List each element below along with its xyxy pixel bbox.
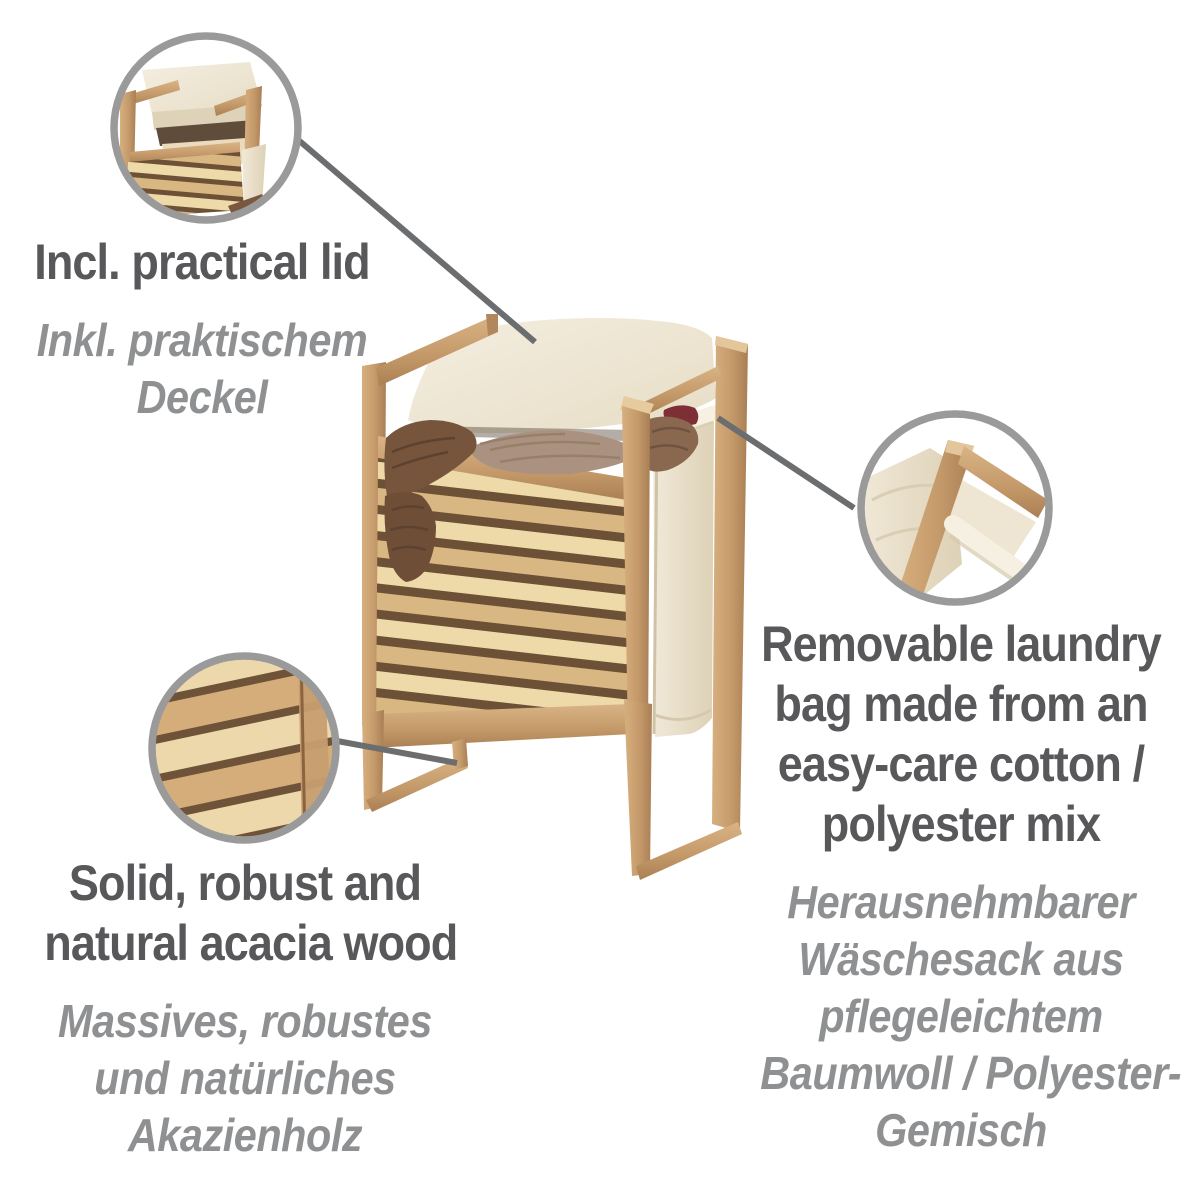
circle-wood-detail (155, 659, 333, 837)
annotation-line: Inkl. praktischem (36, 314, 368, 366)
front-bottom-rail (372, 704, 632, 748)
mini-top-rail (130, 142, 240, 164)
callout-circle-bag (857, 410, 1053, 606)
annotation-line: polyester mix (821, 796, 1101, 852)
annotation-line: Akazienholz (127, 1109, 363, 1161)
annotation-line: Baumwoll / Polyester- (760, 1047, 1182, 1099)
brown-towels (384, 420, 645, 582)
annotation-bag-de: Herausnehmbarer Wäschesack aus pflegelei… (760, 874, 1182, 1159)
front-slat-panel (372, 436, 632, 748)
right-runner (636, 822, 742, 880)
left-rail-end-grain (486, 314, 498, 336)
towel-drape-right-fold (649, 426, 691, 452)
circle-wood-ring (148, 652, 340, 844)
towel-taupe-middle (468, 430, 645, 475)
detail-corner-post (896, 440, 974, 598)
annotation-line: und natürliches (94, 1052, 396, 1104)
annotation-bag: Removable laundry bag made from an easy-… (760, 614, 1182, 1159)
annotation-lid-de: Inkl. praktischem Deckel (20, 312, 384, 426)
circle-lid-ring (110, 32, 302, 224)
left-handle-rail (376, 314, 498, 386)
annotation-line: Solid, robust and (68, 855, 422, 911)
towel-ribbed-texture (389, 436, 456, 552)
annotation-line: Wäschesack aus (798, 933, 1124, 985)
annotation-lid-en: Incl. practical lid (34, 234, 370, 290)
sled-base (362, 700, 742, 880)
left-runner (366, 756, 468, 812)
leader-line-wood (336, 738, 458, 766)
annotation-lid: Incl. practical lid Inkl. praktischem De… (20, 232, 384, 426)
right-front-leg (624, 700, 652, 876)
front-right-post-end-grain (620, 396, 654, 418)
mini-slats (124, 152, 244, 217)
mini-left-rail (124, 80, 180, 106)
back-right-post-end-grain (715, 336, 748, 353)
callout-circle-wood (148, 652, 340, 844)
bag-panel (653, 410, 714, 737)
annotation-line: Massives, robustes (58, 995, 432, 1047)
circle-lid-detail (120, 62, 272, 217)
bag-bottom-fold (654, 708, 712, 721)
annotation-line: Removable laundry (761, 616, 1162, 672)
annotation-line: bag made from an (774, 676, 1148, 732)
towel-dark-left (384, 420, 477, 502)
left-front-leg (362, 710, 384, 810)
annotation-wood: Solid, robust and natural acacia wood Ma… (44, 853, 458, 1164)
detail-fabric-right (948, 472, 1036, 562)
front-right-post (622, 406, 650, 742)
annotation-line: easy-care cotton / (777, 736, 1145, 792)
right-handle-rail (640, 366, 722, 416)
annotation-wood-de: Massives, robustes und natürliches Akazi… (44, 993, 445, 1164)
annotation-line: natural acacia wood (44, 915, 458, 971)
detail-side-rail (958, 446, 1046, 518)
annotation-line: Herausnehmbarer (787, 876, 1135, 928)
front-slats (376, 458, 630, 720)
towel-taupe-texture (479, 432, 621, 464)
leader-line-lid (294, 135, 537, 345)
circle-bag-ring (857, 410, 1053, 606)
detail-stile-shadow (299, 659, 307, 837)
callout-circle-lid (110, 32, 302, 224)
back-right-post (712, 336, 748, 832)
annotation-line: Deckel (136, 371, 268, 423)
leader-line-bag (716, 415, 856, 511)
laundry-hamper-product (362, 314, 748, 880)
annotation-line: pflegeleichtem (819, 990, 1103, 1042)
towel-dark-dangle (384, 492, 436, 582)
annotation-line: Gemisch (875, 1104, 1047, 1156)
bag-left-edge-shadow (652, 429, 659, 735)
